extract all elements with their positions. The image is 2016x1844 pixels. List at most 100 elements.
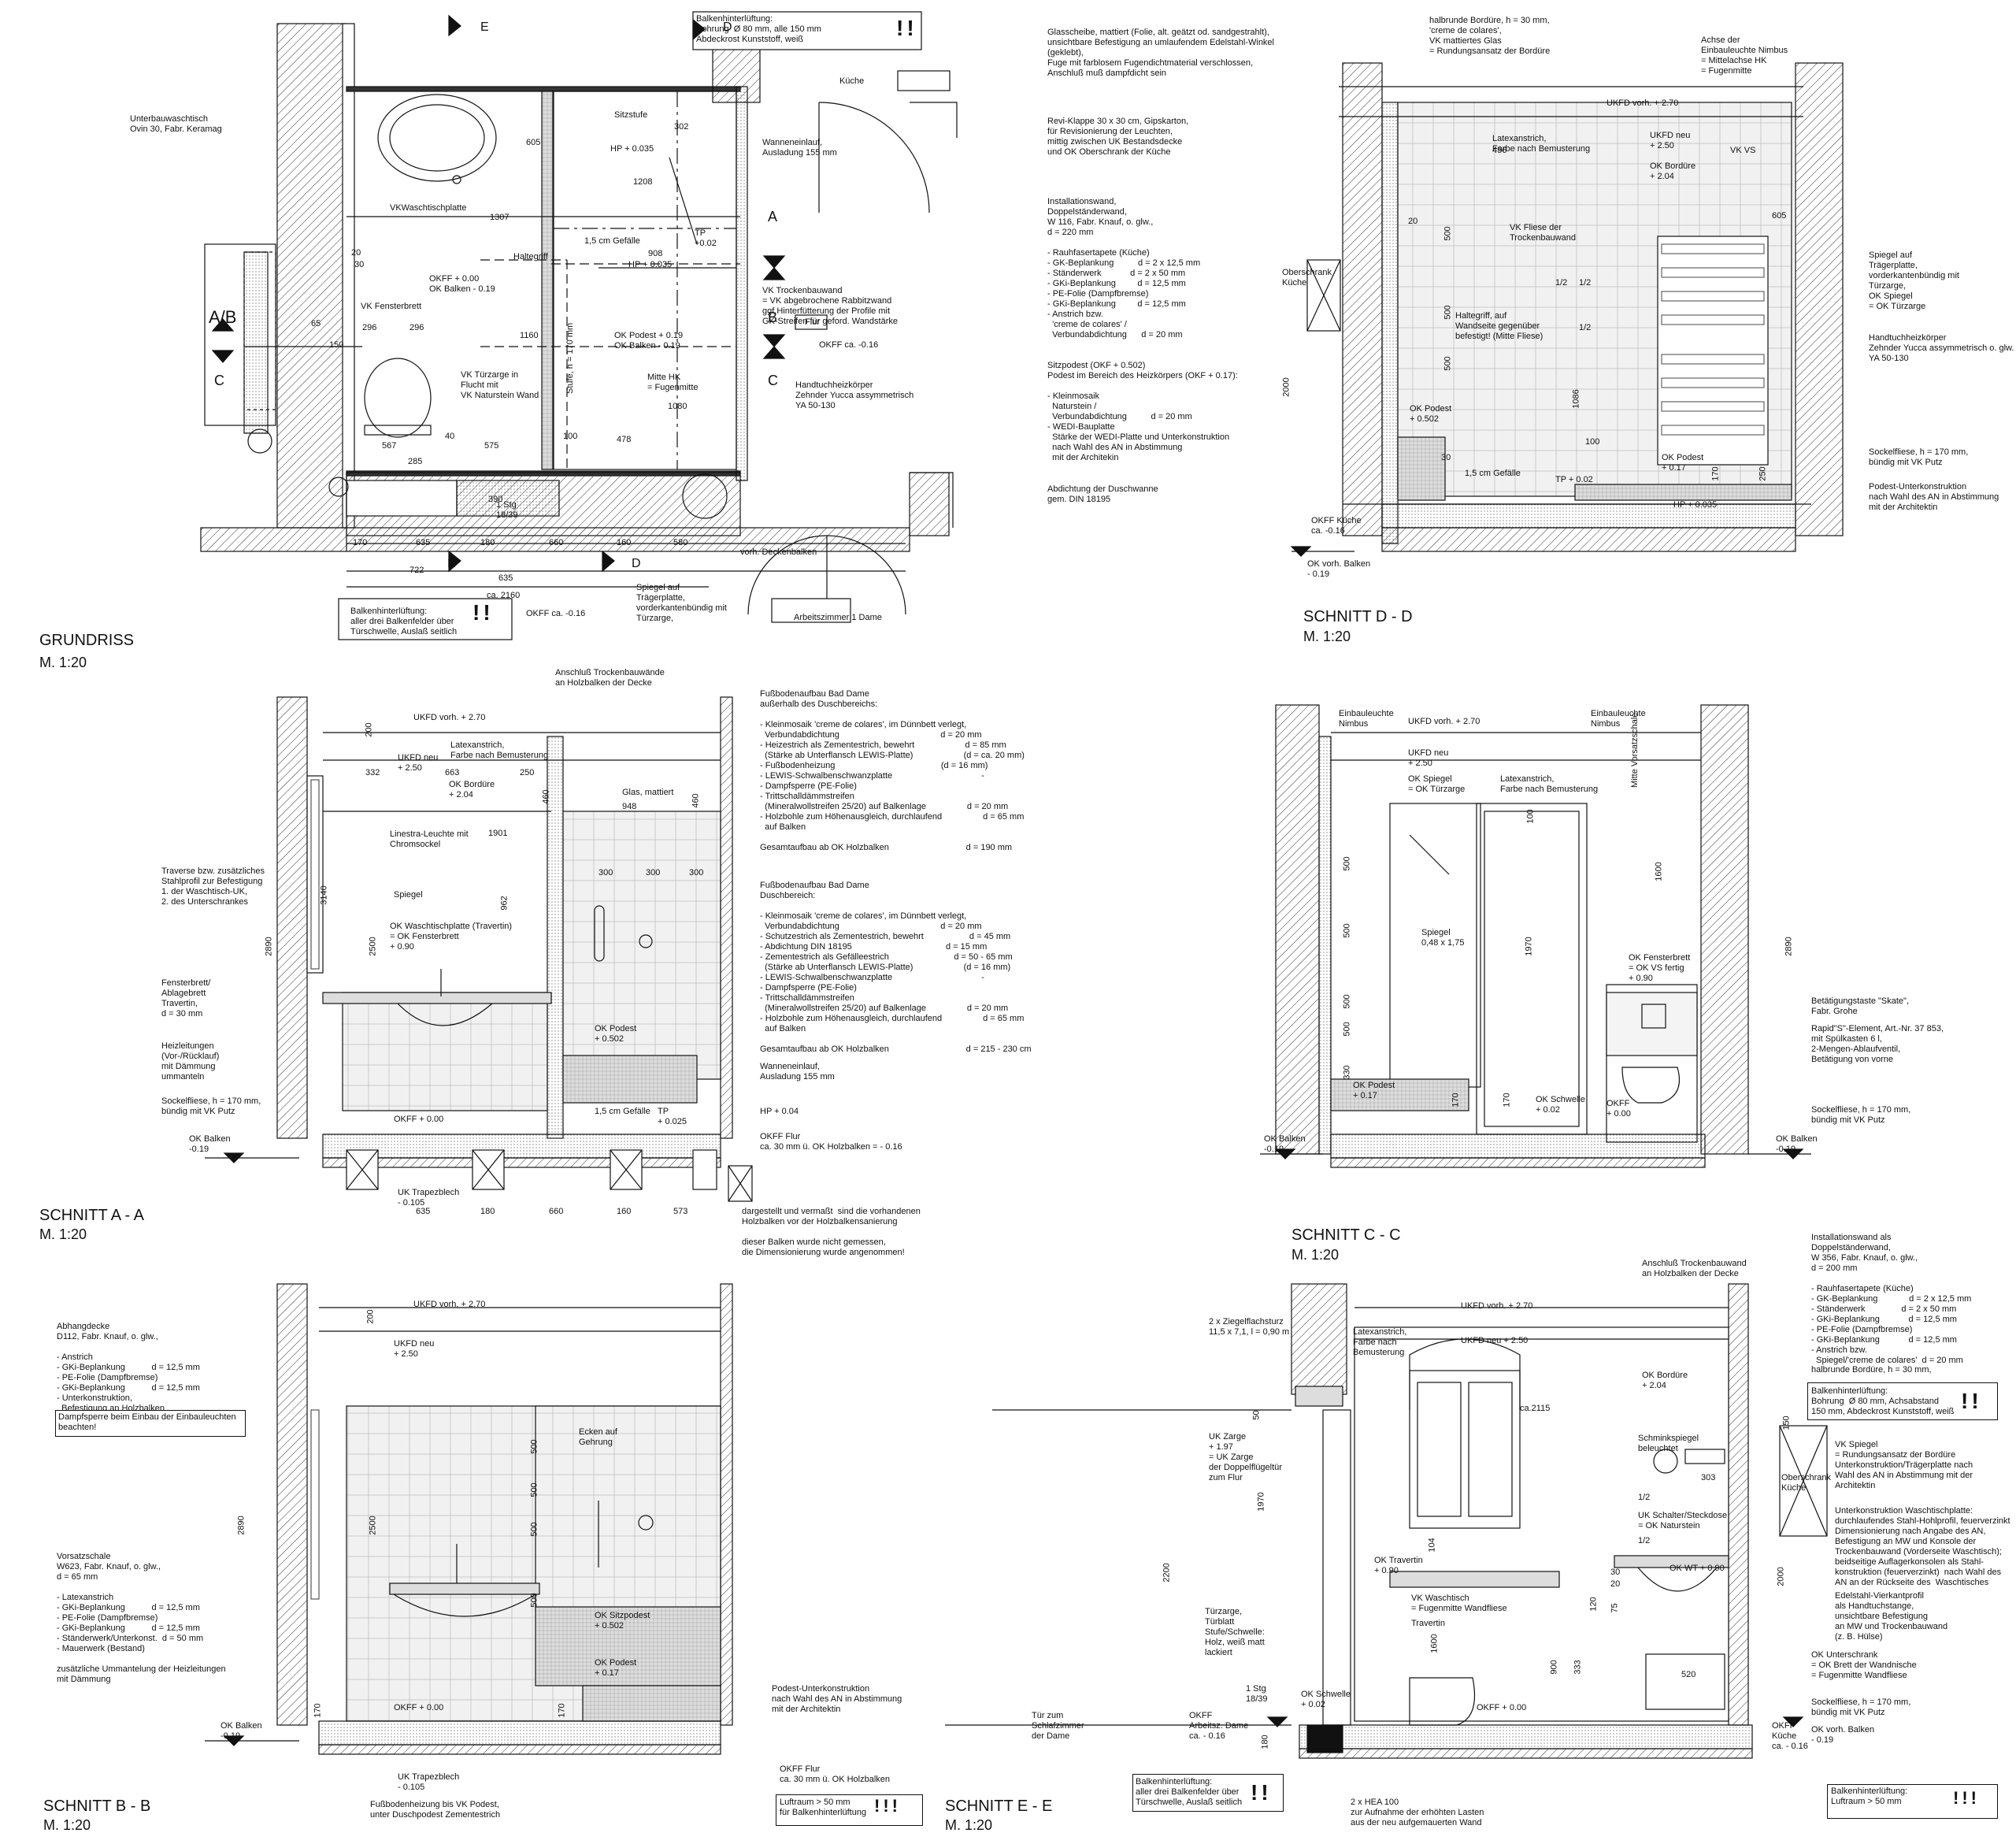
section-marker-b-right: B	[768, 310, 778, 325]
ee-ok-wt: OK WT + 0.90	[1670, 1564, 1725, 1573]
dim-value: 300	[598, 868, 613, 877]
cc-ok-spiegel: OK Spiegel = OK Türzarge	[1408, 774, 1466, 794]
ee-ok-travertin: OK Travertin + 0.90	[1374, 1556, 1423, 1575]
dim-value: 460	[691, 793, 701, 808]
dim-value: 302	[674, 122, 689, 132]
schnitt-cc	[1260, 704, 1811, 1168]
dim-value: 170	[353, 538, 368, 547]
dim-value: 303	[1701, 1473, 1716, 1482]
ee-install: Installationswand als Doppelständerwand,…	[1811, 1233, 1972, 1365]
dim-value: 962	[499, 896, 510, 911]
dd-vk-fliese: VK Fliese der Trockenbauwand	[1510, 223, 1576, 243]
cc-ok-schwelle: OK Schwelle + 0.02	[1536, 1095, 1585, 1115]
warning-mark: !!	[896, 16, 917, 40]
aa-fussboden-1: Fußbodenaufbau Bad Dame außerhalb des Du…	[760, 689, 1025, 852]
grundriss-ventilation-bottom: Balkenhinterlüftung: aller drei Balkenfe…	[350, 607, 458, 636]
grundriss-mitte-hk: Mitte HK = Fugenmitte	[647, 373, 699, 392]
dim-value: 900	[1549, 1660, 1559, 1675]
grundriss-stufe-h: Stufe, h = 170 mm	[565, 322, 575, 394]
view-scale-ee: M. 1:20	[945, 1817, 993, 1833]
ee-ziegel: 2 x Ziegelflachsturz 11,5 x 7,1, l = 0,9…	[1209, 1317, 1290, 1337]
bb-dampfsperre: Dampfsperre beim Einbau der Einbauleucht…	[58, 1412, 236, 1432]
dim-value: 908	[648, 249, 663, 258]
aa-okff: OKFF + 0.00	[394, 1115, 444, 1124]
dd-spiegel: Spiegel auf Trägerplatte, vorderkantenbü…	[1869, 250, 1959, 311]
section-marker-a-right: A	[768, 209, 778, 224]
dim-value: 120	[1588, 1597, 1599, 1612]
dim-value: 160	[617, 538, 632, 547]
dim-value: 1600	[1654, 862, 1664, 881]
aa-ukfd-vorh: UKFD vorh. + 2.70	[413, 713, 486, 722]
dim-value: 170	[1710, 466, 1721, 481]
dim-value: 1160	[520, 331, 539, 340]
grundriss-ok-podest: OK Podest + 0.19 OK Balken - 0.19	[614, 331, 684, 351]
grundriss-sitzstufe: Sitzstufe	[614, 110, 648, 120]
aa-wanneneinlauf: Wanneneinlauf, Ausladung 155 mm	[760, 1062, 835, 1082]
cc-sockel: Sockelfliese, h = 170 mm, bündig mit VK …	[1811, 1105, 1911, 1125]
dd-achse-note: Achse der Einbauleuchte Nimbus = Mittela…	[1701, 35, 1788, 76]
bb-luftraum-box	[776, 1794, 923, 1826]
section-marker-e-top: E	[480, 20, 489, 34]
dim-value: 200	[364, 722, 374, 737]
dim-value: 30	[1610, 1568, 1621, 1577]
dim-value: 500	[1342, 994, 1352, 1009]
grundriss-hp2: HP + 0.035	[628, 260, 673, 269]
cc-spiegel: Spiegel 0,48 x 1,75	[1421, 928, 1465, 948]
bb-okff: OKFF + 0.00	[394, 1703, 444, 1712]
dim-value: 635	[416, 538, 431, 547]
grundriss-ca2160: ca. 2160	[487, 591, 521, 600]
dim-value: 160	[617, 1207, 632, 1216]
dim-value: 500	[529, 1439, 539, 1454]
aa-sockel: Sockelfliese, h = 170 mm, bündig mit VK …	[161, 1096, 261, 1116]
dim-value: 390	[488, 495, 503, 504]
bb-ukfd-neu: UKFD neu + 2.50	[394, 1339, 435, 1359]
view-title-ee: SCHNITT E - E	[945, 1798, 1053, 1815]
grundriss-tp: TP +0.02	[695, 228, 717, 248]
view-title-cc: SCHNITT C - C	[1292, 1226, 1401, 1244]
dim-value: 296	[362, 323, 377, 332]
dim-value: 948	[622, 802, 637, 811]
view-scale-cc: M. 1:20	[1292, 1247, 1340, 1263]
dim-value: 2890	[1784, 937, 1794, 956]
dim-value: 575	[484, 441, 499, 451]
dim-value: 150	[329, 340, 344, 350]
grundriss-washbasin-label: Unterbauwaschtisch Ovin 30, Fabr. Kerama…	[130, 114, 222, 134]
dim-value: 1901	[488, 829, 508, 838]
dd-haltegriff: Haltegriff, auf Wandseite gegenüber befe…	[1455, 311, 1544, 341]
dim-value: 1086	[1571, 389, 1581, 409]
dd-ukfd-vorh: UKFD vorh. + 2.70	[1606, 98, 1679, 108]
cc-ok-balken-right: OK Balken -0.19	[1776, 1134, 1818, 1154]
ee-ok-schwelle: OK Schwelle + 0.02	[1301, 1690, 1351, 1709]
cc-ukfd-neu: UKFD neu + 2.50	[1408, 748, 1449, 768]
aa-anschluss: Anschluß Trockenbauwände an Holzbalken d…	[555, 668, 665, 688]
warning-mark: !!!	[1953, 1788, 1980, 1808]
dim-value: 2500	[368, 1516, 378, 1535]
dim-value: 1307	[490, 213, 510, 222]
view-title-grundriss: GRUNDRISS	[39, 632, 135, 649]
bb-ukfd-vorh: UKFD vorh. + 2.70	[413, 1300, 486, 1309]
dim-value: 332	[365, 768, 380, 777]
dim-value: 500	[1443, 226, 1453, 241]
grundriss-kueche: Küche	[839, 76, 865, 86]
ee-unterkonst: Unterkonstruktion Waschtischplatte: durc…	[1835, 1506, 2010, 1587]
bb-dampfsperre-box	[55, 1410, 246, 1437]
ee-ukfd-vorh: UKFD vorh. + 2.70	[1461, 1301, 1533, 1311]
ee-edelstahl: Edelstahl-Vierkantprofil als Handtuchsta…	[1835, 1591, 1948, 1642]
dim-value: 30	[354, 260, 365, 269]
grundriss-gefaelle: 1,5 cm Gefälle	[584, 236, 640, 246]
dim-value: 1/2	[1638, 1536, 1651, 1545]
ee-vk-spiegel: VK Spiegel = Rundungsansatz der Bordüre …	[1835, 1440, 1973, 1490]
aa-ok-balken: OK Balken -0.19	[189, 1134, 231, 1154]
bb-podest-unter: Podest-Unterkonstruktion nach Wahl des A…	[772, 1684, 902, 1714]
aa-ok-podest: OK Podest + 0.502	[595, 1024, 637, 1044]
aa-traverse: Traverse bzw. zusätzliches Stahlprofil z…	[161, 866, 265, 907]
grundriss-flur: Flur	[805, 317, 820, 327]
dim-value: 300	[689, 868, 704, 877]
ee-stg: 1 Stg 18/39	[1246, 1684, 1268, 1704]
dim-value: 180	[480, 1207, 495, 1216]
dim-value: 500	[1342, 856, 1352, 871]
ee-ok-unterschrank: OK Unterschrank = OK Brett der Wandnisch…	[1811, 1650, 1917, 1680]
dim-value: 333	[1573, 1660, 1583, 1675]
ee-ventilation-box	[1807, 1382, 1998, 1420]
